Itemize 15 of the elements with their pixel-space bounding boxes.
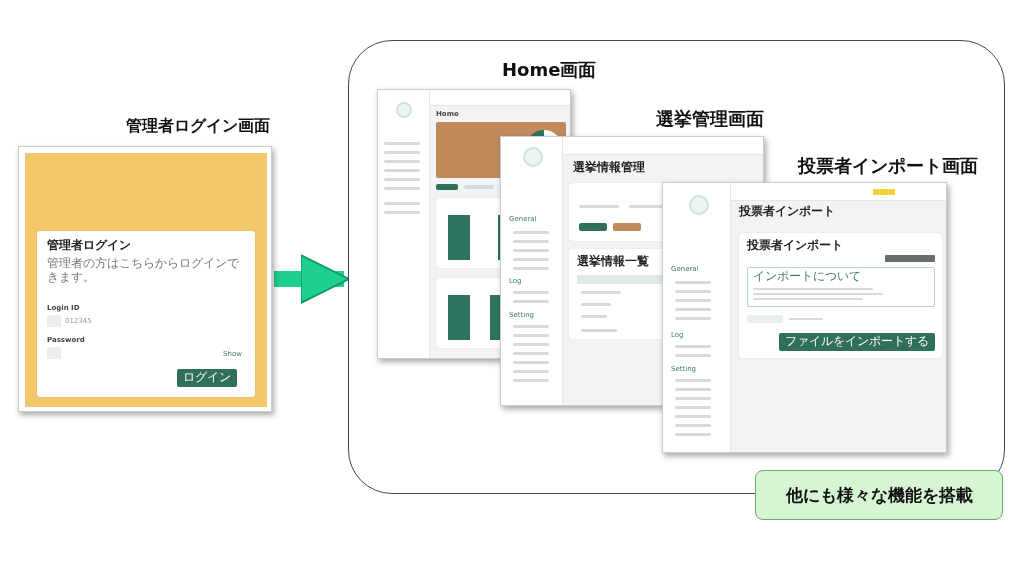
- arrow: [274, 254, 350, 304]
- heading-text: 選挙情報管理: [573, 161, 645, 175]
- heading-text: 投票者インポート: [747, 239, 843, 253]
- screen-title: Home画面: [502, 59, 597, 81]
- heading-text: 管理者ログイン: [47, 239, 131, 253]
- screen-title: 管理者ログイン画面: [126, 116, 270, 136]
- info-heading: インポートについて: [753, 270, 861, 284]
- submit-button: ファイルをインポートする: [779, 333, 935, 351]
- heading-text: 選挙情報一覧: [577, 255, 649, 269]
- screen-title: 選挙管理画面: [656, 108, 764, 130]
- heading-text: 投票者インポート: [739, 205, 835, 219]
- submit-button: ログイン: [177, 369, 237, 387]
- screen-title: 投票者インポート画面: [798, 155, 978, 177]
- callout-box: 他にも様々な機能を搭載: [755, 470, 1003, 520]
- description-text: 管理者の方はこちらからログインできます。: [47, 257, 240, 285]
